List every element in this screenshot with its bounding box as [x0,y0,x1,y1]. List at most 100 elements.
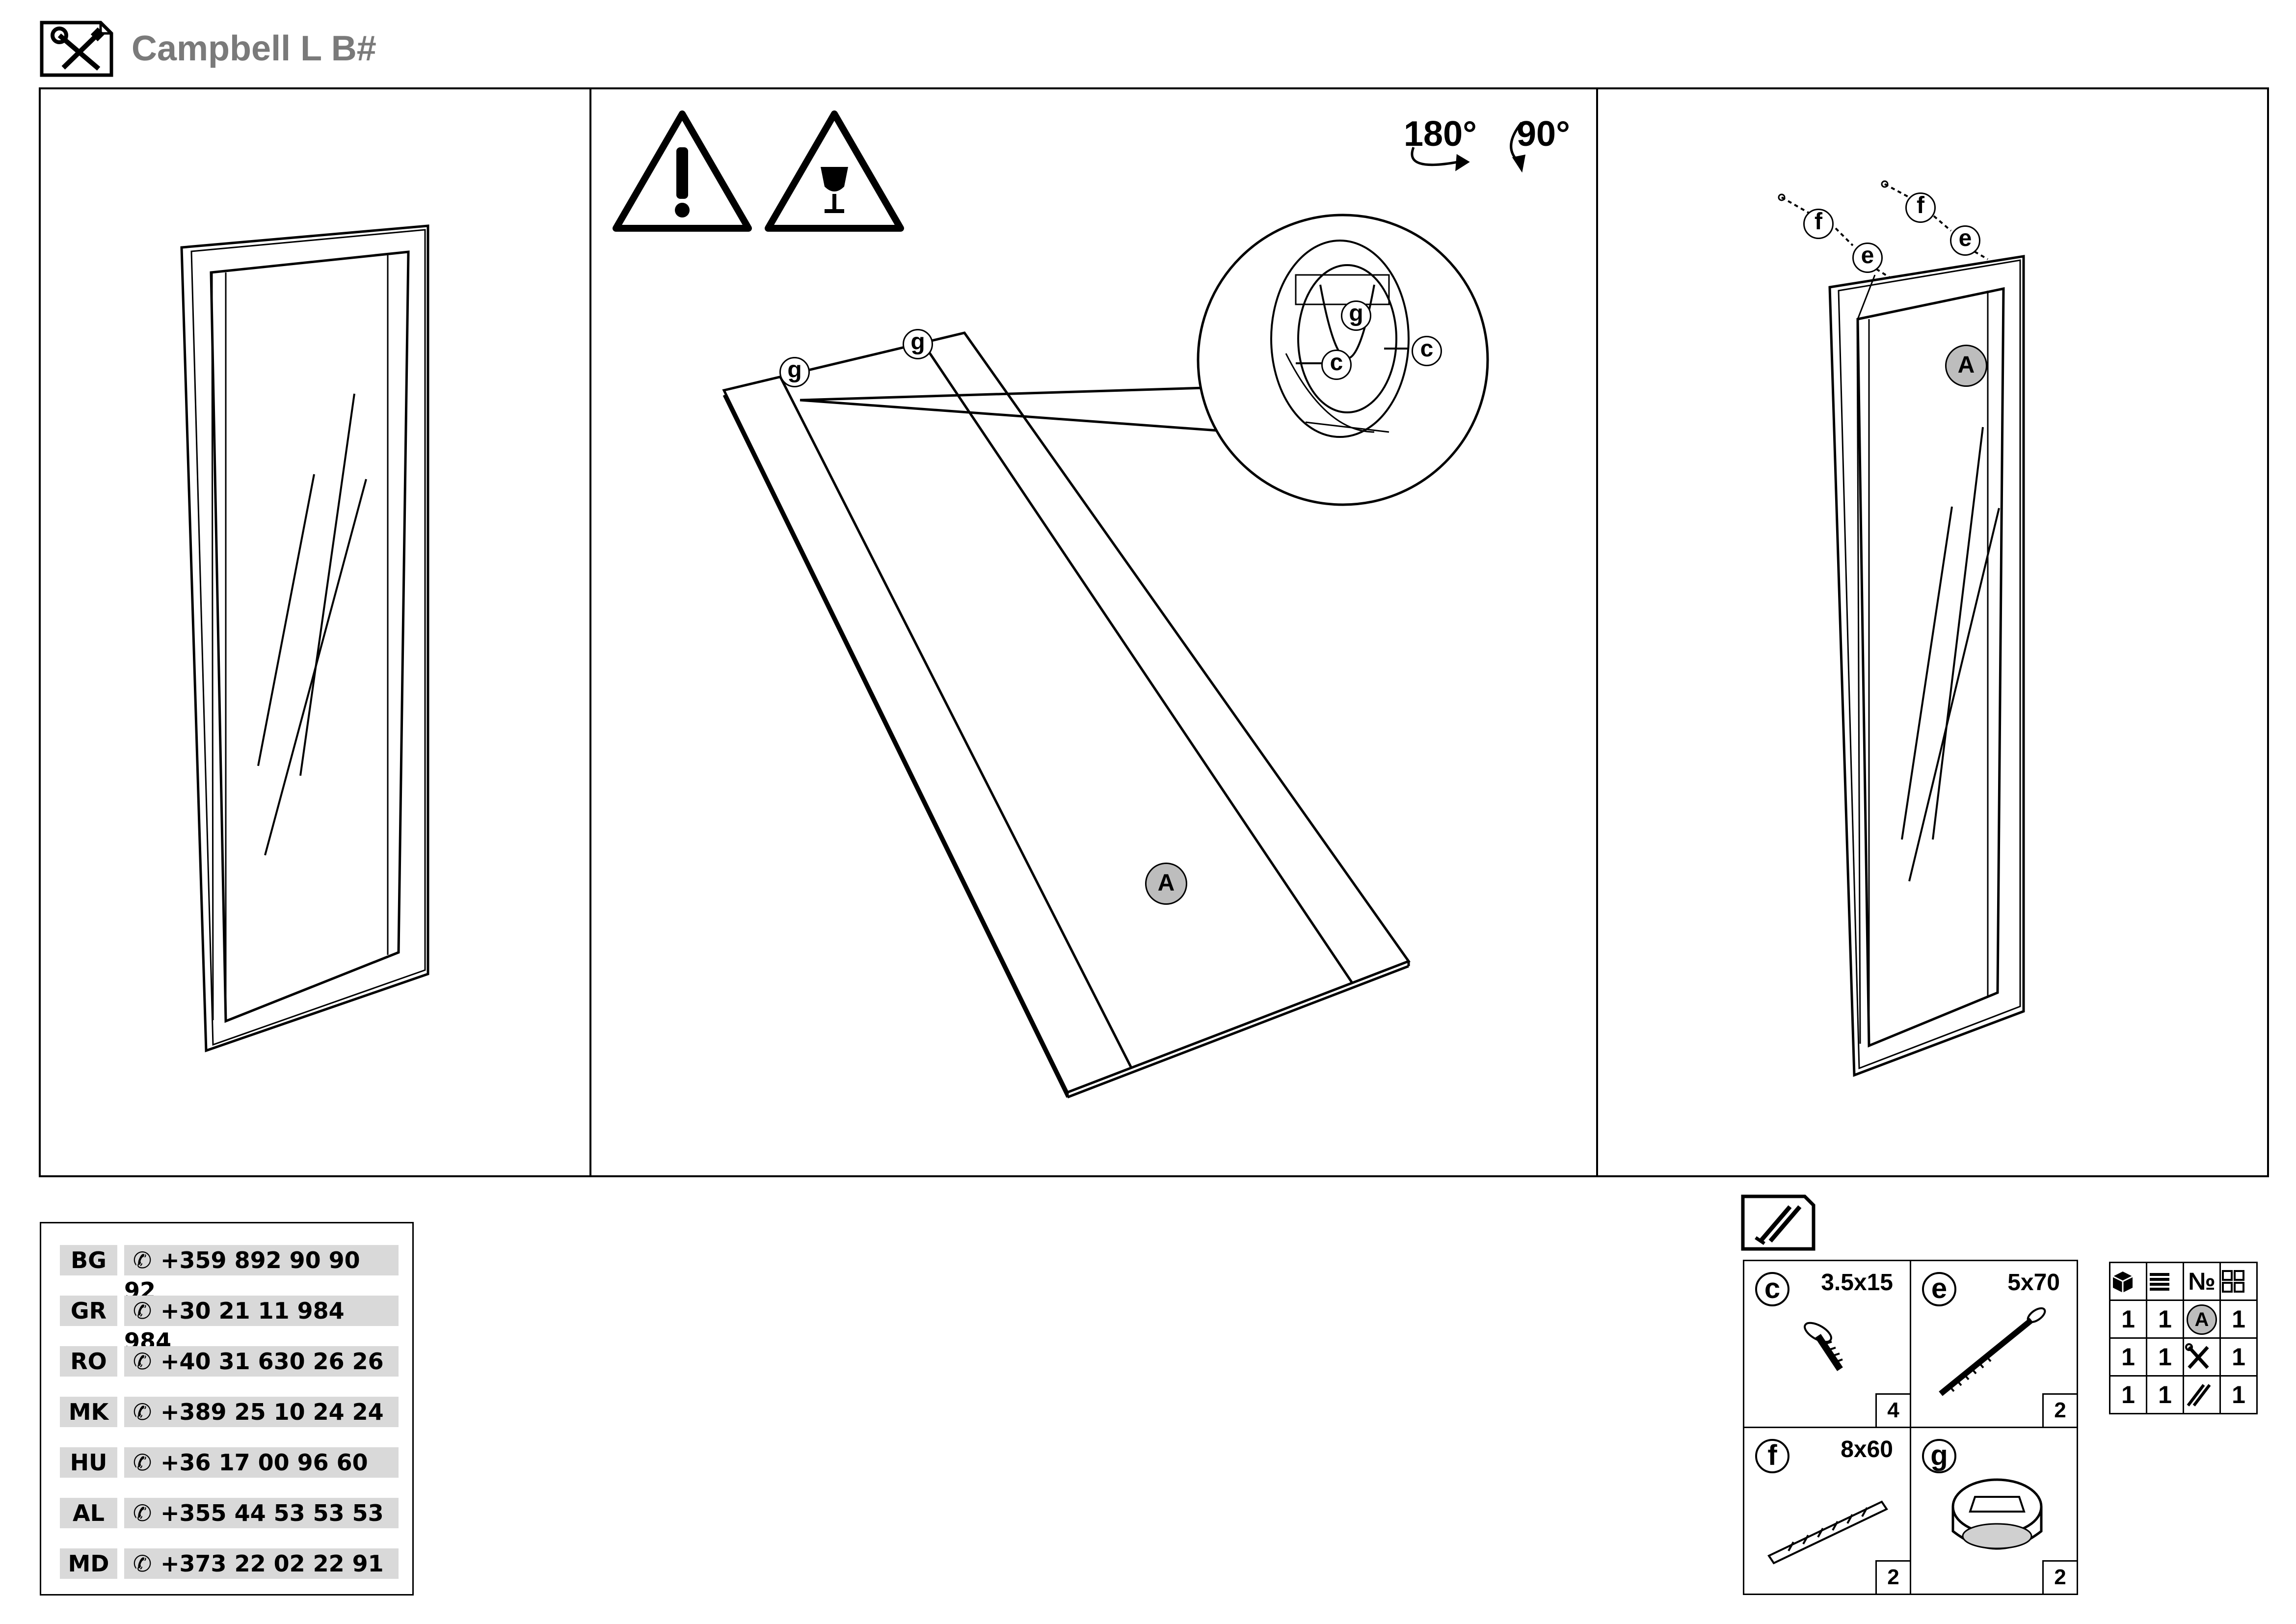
part-letter: f [1755,1439,1789,1473]
callout-c-detail-right: c [1412,336,1442,366]
callout-c-detail-left: c [1321,350,1352,380]
cam-lock-detail-callout [800,214,1489,506]
assembly-tools-icon [40,21,113,77]
callout-e-left: e [1852,243,1883,273]
callout-f-right: f [1905,192,1936,223]
hardware-icon [2183,1375,2221,1414]
country-code: HU [60,1447,117,1478]
phone-icon: ✆ [133,1550,152,1577]
summary-cell: 1 [2146,1337,2184,1377]
part-cell-e: e 5x70 2 [1910,1260,2078,1428]
part-size: 5x70 [2007,1270,2060,1296]
country-code: MD [60,1548,117,1579]
part-letter: g [1922,1439,1956,1473]
rotate-180-icon [1411,147,1470,171]
phone-icon: ✆ [133,1348,152,1375]
phone-icon: ✆ [133,1500,152,1526]
cam-lock-icon [1951,1478,2043,1550]
summary-row: 1 1 1 [2109,1337,2258,1377]
contact-row: MD ✆ +373 22 02 22 91 [60,1548,399,1579]
callout-g-left: g [779,357,810,387]
hardware-bag-icon [1741,1194,1815,1251]
part-size: 3.5x15 [1821,1270,1893,1296]
phone-text: +355 44 53 53 53 [160,1500,384,1526]
summary-cell: 1 [2219,1337,2258,1377]
summary-cell: 1 [2109,1299,2147,1339]
contact-row: HU ✆ +36 17 00 96 60 [60,1447,399,1478]
phone-text: +373 22 02 22 91 [160,1550,384,1577]
fragile-glass-icon [765,110,904,232]
country-code: RO [60,1346,117,1377]
contact-row: RO ✆ +40 31 630 26 26 [60,1346,399,1377]
phone-number[interactable]: ✆ +36 17 00 96 60 [124,1447,399,1478]
assembly-steps-frame [39,87,2269,1177]
part-quantity: 2 [2042,1393,2077,1427]
general-warning-icon [613,110,752,232]
country-code: MK [60,1397,117,1427]
part-cell-c: c 3.5x15 4 [1743,1260,1911,1428]
phone-number[interactable]: ✆ +355 44 53 53 53 [124,1498,399,1528]
rotate-90-label: 90° [1517,114,1570,154]
mirror-illustration-3 [1828,255,2025,1077]
contact-row: GR ✆+30 21 11 984 984 [60,1296,399,1354]
part-a-badge: A [2187,1304,2217,1335]
summary-header-row: № [2109,1262,2258,1301]
layers-icon [2146,1262,2184,1301]
summary-row: 1 1 1 [2109,1375,2258,1414]
part-a-label-lying: A [1145,863,1187,905]
package-summary-table: № 1 1 A 1 1 1 1 1 1 1 [2109,1262,2258,1414]
rotate-180-label: 180° [1404,114,1477,154]
summary-cell: 1 [2146,1299,2184,1339]
phone-text: +359 892 90 90 92 [124,1247,360,1304]
summary-cell: 1 [2109,1337,2147,1377]
callout-g-right: g [903,329,933,359]
country-code: BG [60,1245,117,1275]
part-quantity: 2 [1875,1560,1910,1594]
part-quantity: 4 [1875,1393,1910,1427]
service-contacts-box: BG ✆+359 892 90 90 92 GR ✆+30 21 11 984 … [40,1222,414,1596]
screw-icon [1804,1322,1843,1371]
phone-text: +36 17 00 96 60 [160,1449,368,1476]
tools-icon [2183,1337,2221,1377]
phone-text: +389 25 10 24 24 [160,1399,384,1425]
package-icon [2109,1262,2147,1301]
phone-icon: ✆ [133,1449,152,1476]
summary-item-a: A [2183,1299,2221,1339]
phone-icon: ✆ [133,1247,152,1273]
part-size: 8x60 [1841,1436,1893,1462]
phone-number[interactable]: ✆ +389 25 10 24 24 [124,1397,399,1427]
long-screw-icon [1939,1307,2046,1396]
phone-number[interactable]: ✆+359 892 90 90 92 [124,1245,399,1304]
phone-icon: ✆ [133,1298,152,1324]
summary-cell: 1 [2109,1375,2147,1414]
phone-icon: ✆ [133,1399,152,1425]
phone-number[interactable]: ✆+30 21 11 984 984 [124,1296,399,1354]
part-cell-g: g 2 [1910,1427,2078,1595]
contact-row: MK ✆ +389 25 10 24 24 [60,1397,399,1427]
rotate-90-icon [1510,122,1526,173]
mirror-illustration-1 [180,224,429,1053]
country-code: AL [60,1498,117,1528]
part-a-label-hung: A [1945,345,1987,387]
part-cell-f: f 8x60 2 [1743,1427,1911,1595]
part-letter: e [1922,1272,1956,1306]
callout-g-detail: g [1341,300,1371,331]
number-icon: № [2183,1262,2221,1301]
summary-cell: 1 [2219,1299,2258,1339]
callout-e-right: e [1950,225,1980,256]
quantity-icon [2219,1262,2258,1301]
summary-cell: 1 [2146,1375,2184,1414]
page-title: Campbell L B# [132,29,376,68]
country-code: GR [60,1296,117,1326]
part-letter: c [1755,1272,1789,1306]
summary-row: 1 1 A 1 [2109,1299,2258,1339]
phone-number[interactable]: ✆ +373 22 02 22 91 [124,1548,399,1579]
summary-cell: 1 [2219,1375,2258,1414]
part-quantity: 2 [2042,1560,2077,1594]
phone-text: +40 31 630 26 26 [160,1348,384,1375]
contact-row: BG ✆+359 892 90 90 92 [60,1245,399,1304]
callout-f-left: f [1803,209,1834,239]
contact-row: AL ✆ +355 44 53 53 53 [60,1498,399,1528]
hardware-parts-grid: c 3.5x15 4 e 5x70 2 f 8x60 2 g [1743,1260,2080,1597]
phone-number[interactable]: ✆ +40 31 630 26 26 [124,1346,399,1377]
